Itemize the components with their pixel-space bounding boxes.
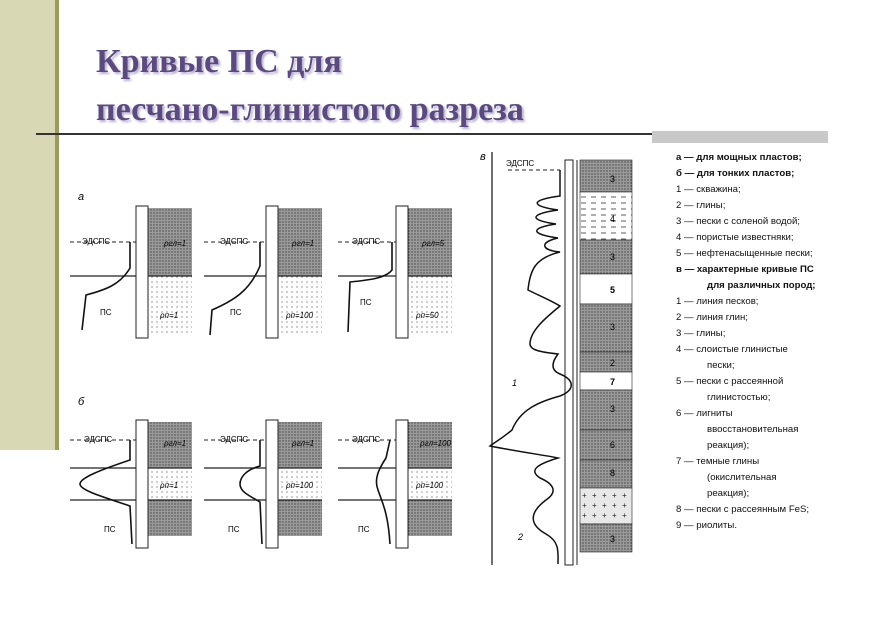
rho-top-a2: ρгл=1 bbox=[291, 239, 314, 248]
layer-num-4: 5 bbox=[610, 285, 615, 295]
panel-a-block-2: ЭДСПС ПС ρгл=1 ρп=100 bbox=[204, 205, 322, 339]
legend-line-15: 5 — пески с рассеянной bbox=[676, 376, 784, 387]
legend-line-17: 6 — лигниты bbox=[676, 408, 733, 419]
ps-label-a2: ПС bbox=[230, 308, 242, 317]
legend-line-16: глинистостью; bbox=[707, 392, 771, 403]
left-decor-accent bbox=[55, 0, 59, 450]
ps-label-b2: ПС bbox=[228, 525, 240, 534]
title-underline bbox=[36, 133, 656, 135]
legend-line-1: а — для мощных пластов; bbox=[676, 152, 802, 163]
rho-top-b1: ρгл=1 bbox=[163, 439, 186, 448]
rho-top-a3: ρгл=5 bbox=[421, 239, 445, 248]
legend-line-9: для различных пород; bbox=[707, 280, 816, 291]
legend-line-2: б — для тонких пластов; bbox=[676, 168, 795, 179]
legend-line-23: 8 — пески с рассеянным FeS; bbox=[676, 504, 810, 515]
layer-num-1: 3 bbox=[610, 174, 615, 184]
edsps-label-a2: ЭДСПС bbox=[220, 237, 248, 246]
panel-b-label: б bbox=[78, 396, 85, 408]
legend-line-19: реакция); bbox=[707, 440, 750, 451]
figure-drawing: + а ЭДСПС ПС ρгл=1 ρп=1 ЭДСПС ПС ρгл=1 bbox=[70, 151, 633, 566]
ps-curve-v bbox=[488, 170, 572, 565]
layer-num-5: 3 bbox=[610, 322, 615, 332]
curve-label-1: 1 bbox=[512, 378, 517, 388]
edsps-label-a3: ЭДСПС bbox=[352, 237, 380, 246]
panel-v-label: в bbox=[480, 151, 486, 163]
accent-bar bbox=[652, 131, 828, 143]
panel-a-label: а bbox=[78, 191, 84, 203]
legend-line-10: 1 — линия песков; bbox=[676, 296, 759, 307]
layer-num-9: 6 bbox=[610, 440, 615, 450]
ps-label-b3: ПС bbox=[358, 525, 370, 534]
rho-bottom-a2: ρп=100 bbox=[285, 311, 314, 320]
legend-line-14: пески; bbox=[707, 360, 735, 371]
legend-line-6: 4 — пористые известняки; bbox=[676, 232, 794, 243]
legend-line-24: 9 — риолиты. bbox=[676, 520, 737, 531]
ps-label-b1: ПС bbox=[104, 525, 116, 534]
panel-a-block-3: ЭДСПС ПС ρгл=5 ρп=50 bbox=[338, 205, 452, 339]
legend-line-12: 3 — глины; bbox=[676, 328, 726, 339]
panel-b-block-1: ЭДСПС ПС ρгл=1 ρп=1 bbox=[70, 419, 192, 549]
curve-label-2: 2 bbox=[517, 532, 523, 542]
rho-top-b3: ρгл=100 bbox=[419, 439, 452, 448]
legend-line-4: 2 — глины; bbox=[676, 200, 726, 211]
title-line-2: песчано-глинистого разреза bbox=[96, 91, 524, 128]
ps-label-a3: ПС bbox=[360, 298, 372, 307]
rho-top-a1: ρгл=1 bbox=[163, 239, 186, 248]
legend-line-3: 1 — скважина; bbox=[676, 184, 741, 195]
edsps-label-v: ЭДСПС bbox=[506, 159, 534, 168]
legend-line-5: 3 — пески с соленой водой; bbox=[676, 216, 800, 227]
rho-bottom-b2: ρп=100 bbox=[285, 481, 314, 490]
layer-num-10: 8 bbox=[610, 468, 615, 478]
title-line-1: Кривые ПС для bbox=[96, 43, 342, 80]
legend: а — для мощных пластов; б — для тонких п… bbox=[676, 150, 870, 534]
ps-curves-figure: + а ЭДСПС ПС ρгл=1 ρп=1 ЭДСПС ПС ρгл=1 bbox=[60, 140, 664, 568]
legend-line-18: ввосстановительная bbox=[707, 424, 799, 435]
layer-num-11: 3 bbox=[610, 534, 615, 544]
legend-line-13: 4 — слоистые глинистые bbox=[676, 344, 788, 355]
layer-num-8: 3 bbox=[610, 404, 615, 414]
rho-bottom-b3: ρп=100 bbox=[415, 481, 444, 490]
panel-a-block-1: ЭДСПС ПС ρгл=1 ρп=1 bbox=[70, 205, 192, 339]
panel-b: б ЭДСПС ПС ρгл=1 ρп=1 ЭДСПС ПС bbox=[70, 396, 452, 549]
rho-bottom-a3: ρп=50 bbox=[415, 311, 439, 320]
rho-bottom-a1: ρп=1 bbox=[159, 311, 178, 320]
rho-top-b2: ρгл=1 bbox=[291, 439, 314, 448]
legend-line-22: реакция); bbox=[707, 488, 750, 499]
edsps-label-b1: ЭДСПС bbox=[84, 435, 112, 444]
legend-line-8: в — характерные кривые ПС bbox=[676, 264, 814, 275]
edsps-label-a1: ЭДСПС bbox=[82, 237, 110, 246]
legend-line-7: 5 — нефтенасыщенные пески; bbox=[676, 248, 813, 259]
layer-num-6: 2 bbox=[610, 358, 615, 368]
panel-b-block-2: ЭДСПС ПС ρгл=1 ρп=100 bbox=[204, 419, 322, 549]
rho-bottom-b1: ρп=1 bbox=[159, 481, 178, 490]
ps-label-a1: ПС bbox=[100, 308, 112, 317]
legend-line-20: 7 — темные глины bbox=[676, 456, 760, 467]
legend-line-11: 2 — линия глин; bbox=[676, 312, 748, 323]
panel-v: в ЭДСПС 3 4 3 5 3 2 7 3 6 bbox=[480, 151, 633, 566]
left-decor-bar bbox=[0, 0, 56, 450]
legend-line-21: (окислительная bbox=[707, 472, 777, 483]
edsps-label-b2: ЭДСПС bbox=[220, 435, 248, 444]
layer-num-2: 4 bbox=[610, 214, 615, 224]
panel-a: а ЭДСПС ПС ρгл=1 ρп=1 ЭДСПС ПС ρгл=1 ρп=… bbox=[70, 191, 452, 339]
layer-num-7: 7 bbox=[610, 377, 615, 387]
slide-title: Кривые ПС для песчано-глинистого разреза bbox=[96, 38, 716, 134]
layer-column: 3 4 3 5 3 2 7 3 6 8 3 bbox=[579, 159, 633, 553]
panel-b-block-3: ЭДСПС ПС ρгл=100 ρп=100 bbox=[338, 419, 452, 549]
edsps-label-b3: ЭДСПС bbox=[352, 435, 380, 444]
layer-num-3: 3 bbox=[610, 252, 615, 262]
